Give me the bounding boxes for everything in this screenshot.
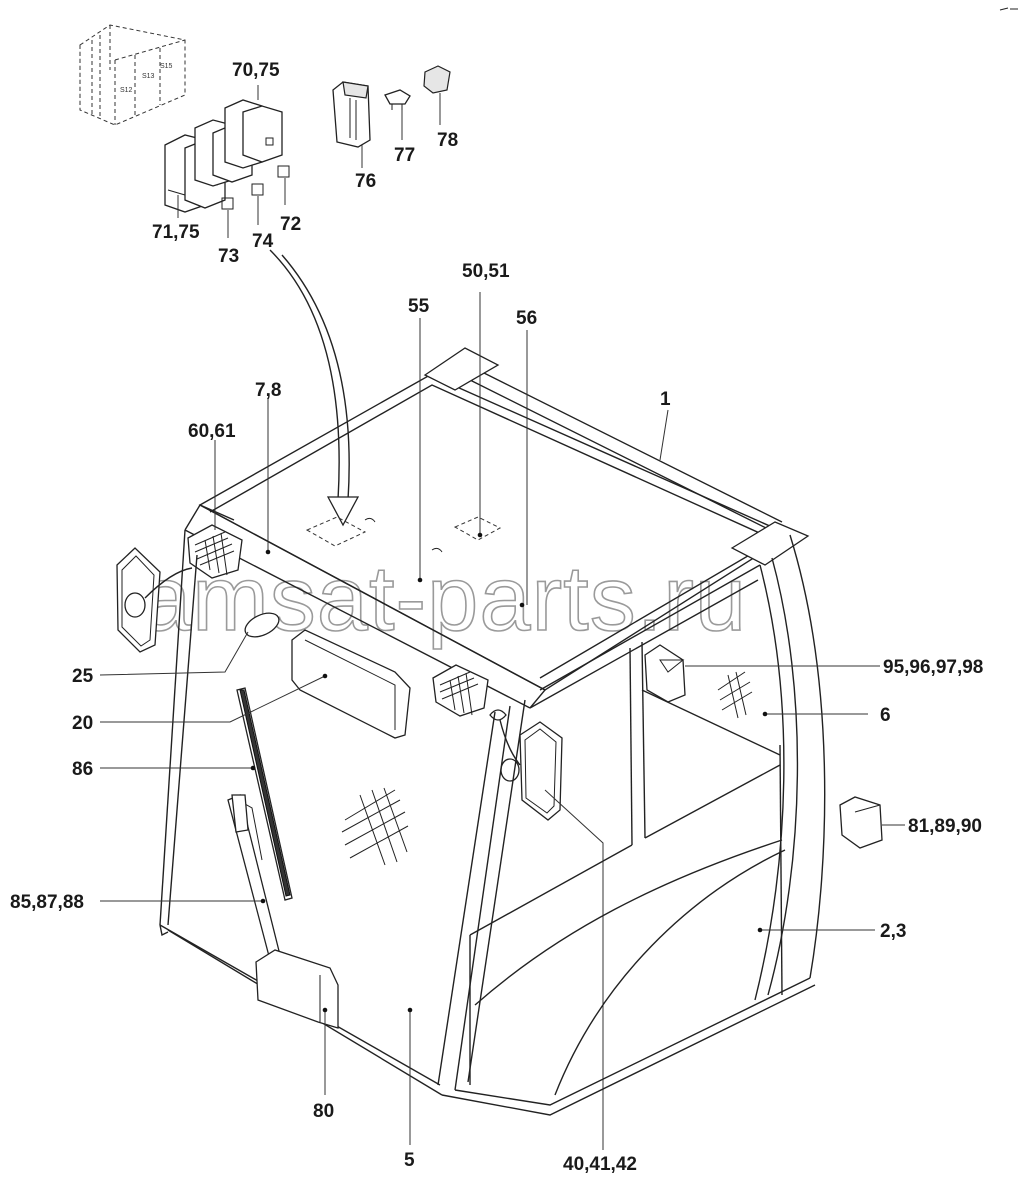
callout-2-3: 2,3: [880, 921, 906, 942]
cap-81-89-90-part: [839, 796, 883, 849]
callout-6: 6: [880, 705, 891, 726]
callout-77: 77: [394, 145, 415, 166]
callout-73: 73: [218, 246, 239, 267]
leader-lines: [100, 292, 905, 1145]
callout-72: 72: [280, 214, 301, 235]
cab-body: [159, 529, 826, 1116]
callout-20: 20: [72, 713, 93, 734]
sun-visor: [291, 629, 411, 739]
callout-55: 55: [408, 296, 430, 317]
callout-60-61: 60,61: [188, 421, 236, 442]
rocker-switches-part: [164, 85, 290, 238]
mirrors: [116, 547, 604, 1150]
switch-label-s12: S12: [120, 87, 133, 94]
assembly-arrow: [269, 249, 360, 527]
callout-85-87-88: 85,87,88: [10, 892, 84, 913]
callout-7-8: 7,8: [255, 380, 281, 401]
callout-25: 25: [72, 666, 94, 687]
interior-lamp: [99, 612, 280, 676]
callout-40-41-42: 40,41,42: [563, 1154, 637, 1175]
washer-reservoir: [255, 949, 339, 1029]
callout-1: 1: [660, 389, 671, 410]
switch-label-s15: S15: [160, 63, 173, 70]
speaker-box: [644, 644, 686, 703]
callout-81-89-90: 81,89,90: [908, 816, 982, 837]
callout-71-75: 71,75: [152, 222, 200, 243]
callout-50-51: 50,51: [462, 261, 510, 282]
callout-76: 76: [355, 171, 376, 192]
watermark-text: amsat-parts.ru: [140, 548, 747, 650]
switch-panel-part: S12 S13 S15: [79, 24, 186, 126]
callout-56: 56: [516, 308, 537, 329]
cab-roof: [184, 347, 810, 709]
callout-86: 86: [72, 759, 93, 780]
callout-95-96-97-98: 95,96,97,98: [883, 657, 983, 678]
callout-labels: 70,75 71,75 73 74 72 76 77 78 50,51 55 5…: [10, 60, 983, 1175]
callout-78: 78: [437, 130, 458, 151]
callout-5: 5: [404, 1150, 415, 1171]
relay-fuse-parts: [332, 65, 451, 168]
switch-label-s13: S13: [142, 73, 155, 80]
wiper-assembly: [227, 687, 293, 999]
callout-74: 74: [252, 231, 274, 252]
work-lights: [187, 440, 489, 717]
callout-70-75: 70,75: [232, 60, 280, 81]
corner-mark: [999, 7, 1018, 11]
callout-80: 80: [313, 1101, 334, 1122]
